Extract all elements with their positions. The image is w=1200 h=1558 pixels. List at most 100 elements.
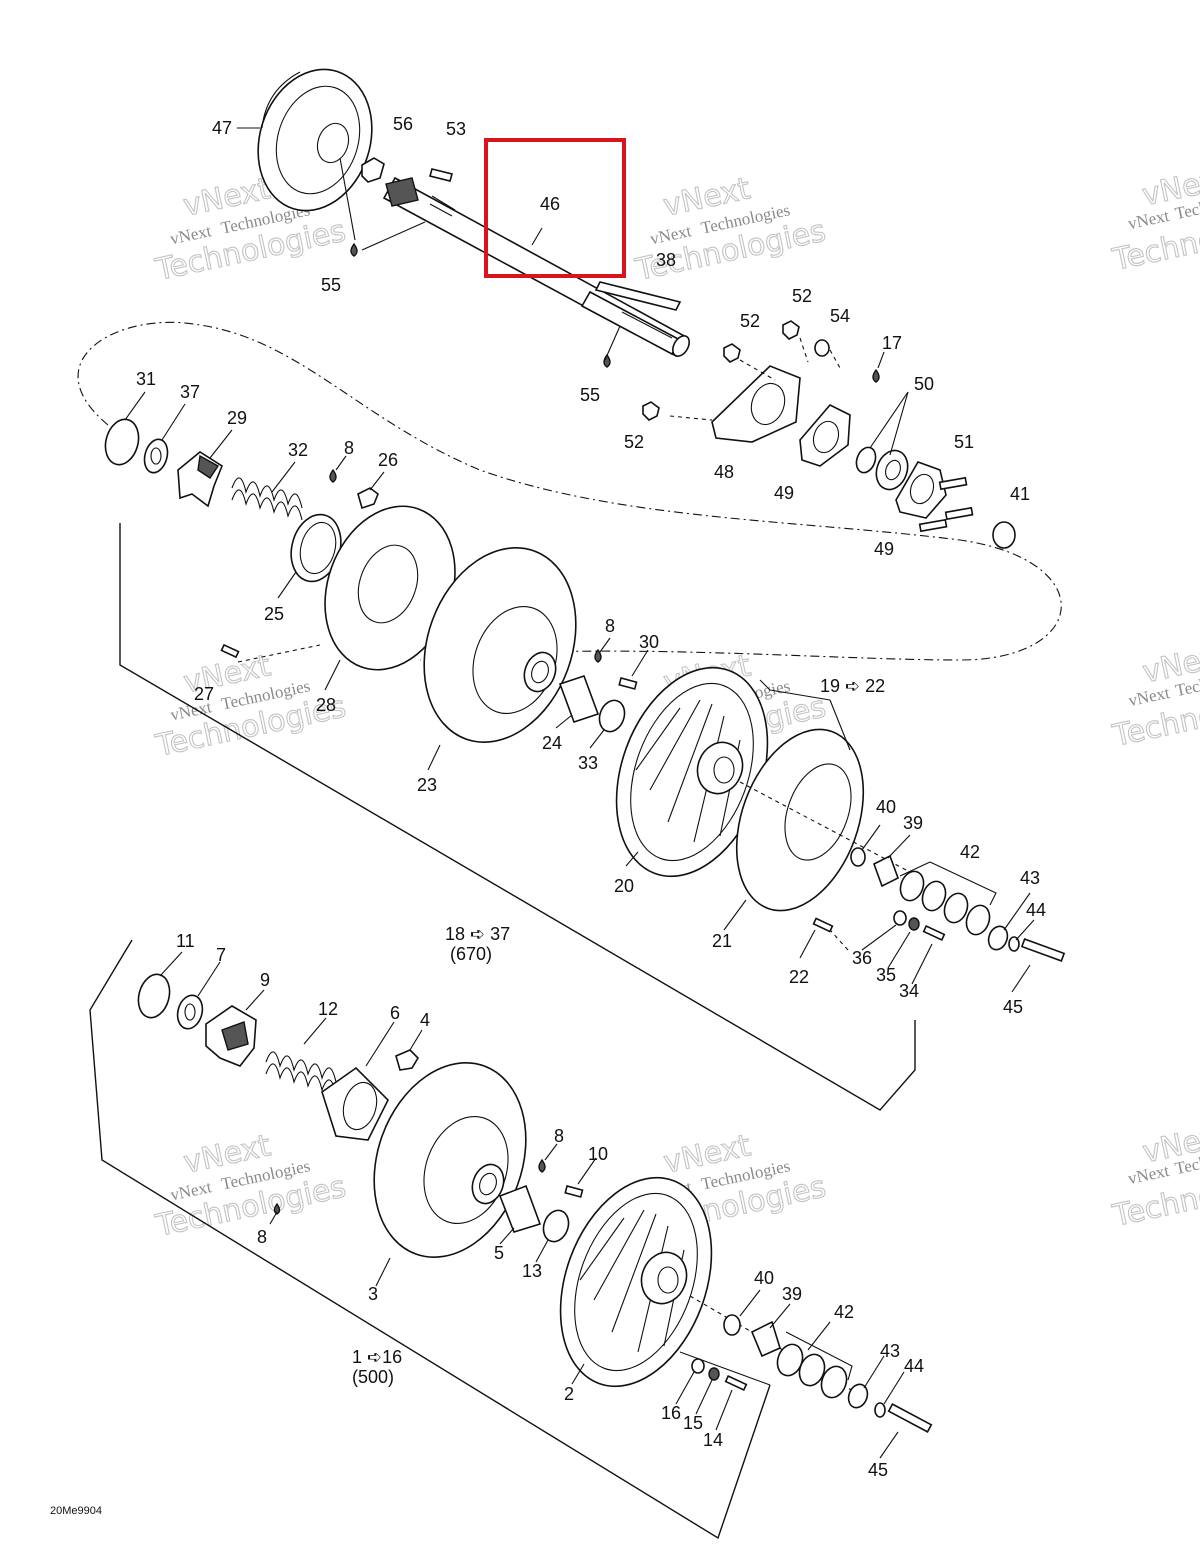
watermark-7: vNext Technologies vNext Technologies: [152, 1128, 350, 1245]
callout-44-b[interactable]: 44: [904, 1356, 924, 1376]
part-44-washer: [1008, 936, 1020, 952]
callout-20[interactable]: 20: [614, 876, 634, 896]
callout-28[interactable]: 28: [316, 695, 336, 715]
callout-52-b[interactable]: 52: [740, 311, 760, 331]
part-21-plate: [735, 728, 865, 912]
part-50-bearing: [875, 449, 909, 491]
part-27-screw: [220, 643, 240, 659]
part-48-plate: [711, 365, 801, 443]
callout-37[interactable]: 37: [180, 382, 200, 402]
callout-29[interactable]: 29: [227, 408, 247, 428]
callout-49-b[interactable]: 49: [874, 539, 894, 559]
callout-40-b[interactable]: 40: [754, 1268, 774, 1288]
callout-53[interactable]: 53: [446, 119, 466, 139]
callout-6[interactable]: 6: [390, 1003, 400, 1023]
watermark-9: vNext Technologies vNext Technologies: [1109, 1117, 1200, 1234]
callout-27[interactable]: 27: [194, 684, 214, 704]
callout-2[interactable]: 2: [564, 1384, 574, 1404]
callout-44-a[interactable]: 44: [1026, 900, 1046, 920]
callout-36[interactable]: 36: [852, 948, 872, 968]
callout-25[interactable]: 25: [264, 604, 284, 624]
callout-55-a[interactable]: 55: [321, 275, 341, 295]
part-42-ring-c: [943, 892, 969, 924]
callout-54[interactable]: 54: [830, 306, 850, 326]
callout-55-b[interactable]: 55: [580, 385, 600, 405]
callout-50[interactable]: 50: [914, 374, 934, 394]
callout-11[interactable]: 11: [176, 931, 195, 951]
callout-40-a[interactable]: 40: [876, 797, 896, 817]
callout-670[interactable]: (670): [450, 944, 492, 964]
callout-33[interactable]: 33: [578, 753, 598, 773]
part-10-key: [564, 1185, 584, 1198]
part-44-washer-b: [874, 1402, 886, 1418]
callout-45-a[interactable]: 45: [1003, 997, 1023, 1017]
part-14-screw: [724, 1374, 748, 1392]
part-30-key: [618, 677, 638, 690]
callout-4[interactable]: 4: [420, 1010, 430, 1030]
callout-5[interactable]: 5: [494, 1243, 504, 1263]
callout-34[interactable]: 34: [899, 981, 919, 1001]
callout-8-a[interactable]: 8: [344, 438, 354, 458]
callout-23[interactable]: 23: [417, 775, 437, 795]
part-16-washer: [691, 1358, 705, 1374]
callout-12[interactable]: 12: [318, 999, 338, 1019]
callout-26[interactable]: 26: [378, 450, 398, 470]
callout-31[interactable]: 31: [136, 369, 156, 389]
callout-3[interactable]: 3: [368, 1284, 378, 1304]
callout-14[interactable]: 14: [703, 1430, 723, 1450]
part-15-nut: [708, 1367, 720, 1381]
callout-500[interactable]: (500): [352, 1367, 394, 1387]
callout-47[interactable]: 47: [212, 118, 232, 138]
callout-21[interactable]: 21: [712, 931, 732, 951]
callout-8-d[interactable]: 8: [257, 1227, 267, 1247]
callout-46[interactable]: 46: [540, 194, 560, 214]
part-17-drop: [872, 368, 880, 383]
callout-18-37[interactable]: 18 ➪ 37: [445, 924, 510, 944]
callout-13[interactable]: 13: [522, 1261, 542, 1281]
callout-35[interactable]: 35: [876, 965, 896, 985]
callout-7[interactable]: 7: [216, 945, 226, 965]
callout-32[interactable]: 32: [288, 440, 308, 460]
callout-19-22[interactable]: 19 ➪ 22: [820, 676, 885, 696]
svg-text:vNext: vNext: [1126, 1161, 1171, 1188]
callout-48[interactable]: 48: [714, 462, 734, 482]
callout-43-a[interactable]: 43: [1020, 868, 1040, 888]
callout-42-b[interactable]: 42: [834, 1302, 854, 1322]
part-31-circlip: [104, 418, 140, 466]
part-40-washer: [850, 847, 866, 867]
callout-39-b[interactable]: 39: [782, 1284, 802, 1304]
callout-1-16[interactable]: 1 ➪16: [352, 1347, 402, 1367]
callout-10[interactable]: 10: [588, 1144, 608, 1164]
part-42-ring-d: [965, 904, 991, 936]
callout-56[interactable]: 56: [393, 114, 413, 134]
callout-45-b[interactable]: 45: [868, 1460, 888, 1480]
callout-52-c[interactable]: 52: [624, 432, 644, 452]
callout-30[interactable]: 30: [639, 632, 659, 652]
callout-43-b[interactable]: 43: [880, 1341, 900, 1361]
callout-22[interactable]: 22: [789, 967, 809, 987]
shaft-assembly: [237, 68, 690, 368]
callout-38[interactable]: 38: [656, 250, 676, 270]
callout-49-a[interactable]: 49: [774, 483, 794, 503]
part-7-washer: [176, 994, 204, 1030]
part-8-drop-d: [273, 1202, 281, 1215]
callout-15[interactable]: 15: [683, 1413, 703, 1433]
callout-52-a[interactable]: 52: [792, 286, 812, 306]
callout-8-b[interactable]: 8: [605, 616, 615, 636]
callout-51[interactable]: 51: [954, 432, 974, 452]
part-8-drop-b: [594, 648, 602, 663]
part-26-block: [357, 487, 379, 510]
callout-9[interactable]: 9: [260, 970, 270, 990]
callout-39-a[interactable]: 39: [903, 813, 923, 833]
callout-42-a[interactable]: 42: [960, 842, 980, 862]
callout-41[interactable]: 41: [1010, 484, 1030, 504]
callout-24[interactable]: 24: [542, 733, 562, 753]
part-49-plate-b: [895, 461, 947, 519]
callout-16[interactable]: 16: [661, 1403, 681, 1423]
part-52-nut-b: [782, 320, 800, 340]
part-56-block: [361, 157, 385, 183]
callout-8-c[interactable]: 8: [554, 1126, 564, 1146]
part-36-washer: [893, 910, 907, 926]
bearing-assembly: [642, 320, 1016, 549]
callout-17[interactable]: 17: [882, 333, 902, 353]
